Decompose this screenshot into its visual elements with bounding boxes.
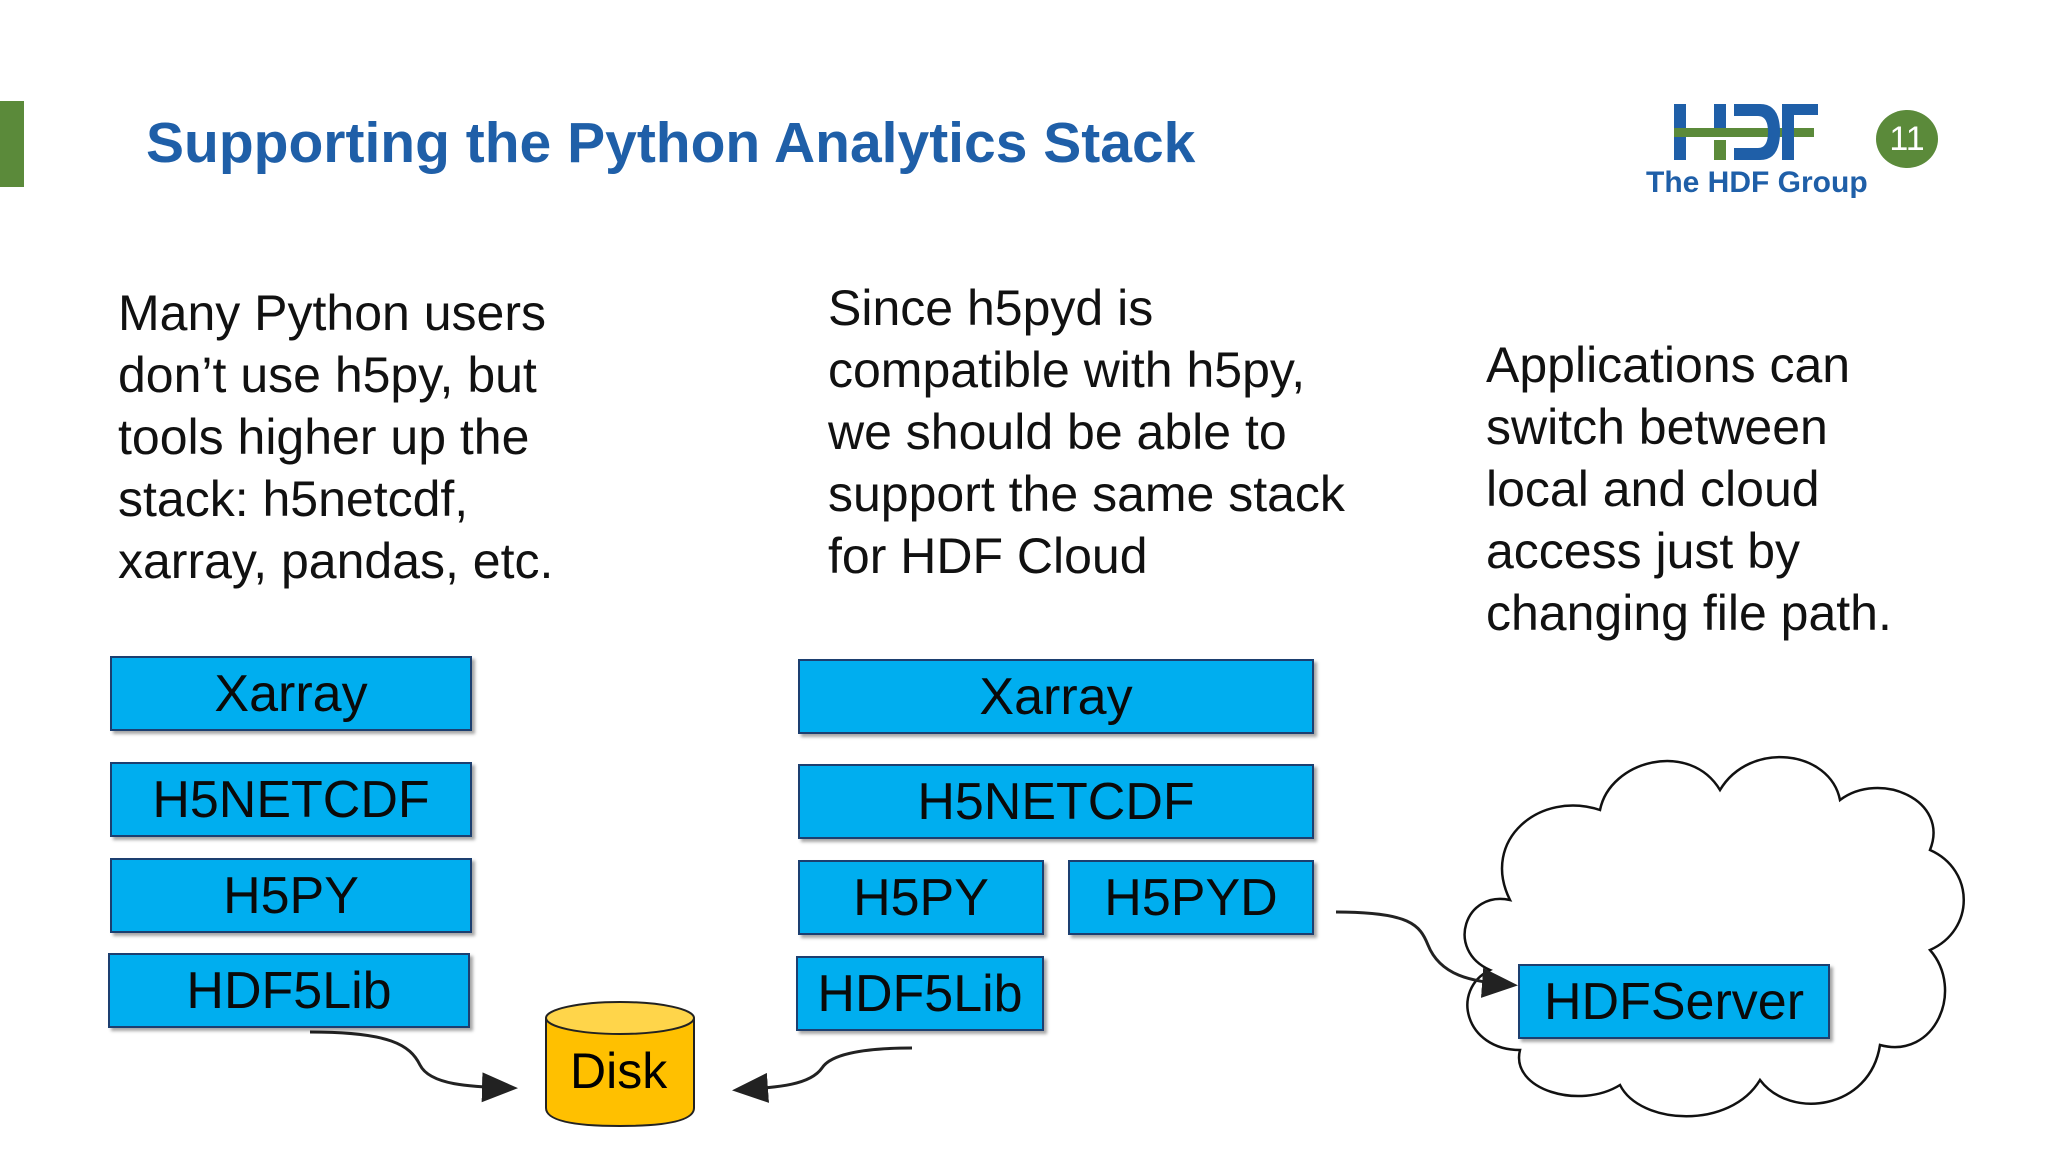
left-line: tools higher up the — [118, 409, 530, 465]
logo-text: The HDF Group — [1646, 166, 1868, 199]
right-line: Applications can — [1486, 337, 1851, 393]
hdf-logo-icon — [1674, 104, 1818, 160]
arrow-cloud-hdf5lib-to-disk — [732, 1046, 913, 1103]
disk-label: Disk — [570, 1043, 668, 1099]
right-line: changing file path. — [1486, 585, 1892, 641]
arrow-h5pyd-to-server — [1335, 910, 1518, 998]
right-line: switch between — [1486, 399, 1828, 455]
cloud-h5py-box: H5PY — [798, 860, 1044, 935]
cloud-shape — [1463, 755, 1965, 1118]
cloud-hdf5lib-box: HDF5Lib — [796, 956, 1044, 1031]
left-line: stack: h5netcdf, — [118, 471, 469, 527]
accent-bar — [0, 101, 24, 187]
hdf-logo: The HDF Group — [1640, 100, 1880, 210]
middle-line: compatible with h5py, — [828, 342, 1306, 398]
left-paragraph: Many Python users don’t use h5py, but to… — [118, 282, 553, 592]
disk-icon — [545, 1001, 695, 1128]
left-line: xarray, pandas, etc. — [118, 533, 554, 589]
middle-line: we should be able to — [828, 404, 1287, 460]
middle-line: support the same stack — [828, 466, 1345, 522]
slide-title: Supporting the Python Analytics Stack — [146, 111, 1196, 175]
cloud-h5pyd-box: H5PYD — [1068, 860, 1314, 935]
middle-line: Since h5pyd is — [828, 280, 1154, 336]
hdfserver-box: HDFServer — [1518, 964, 1830, 1039]
local-hdf5lib-box: HDF5Lib — [108, 953, 470, 1028]
page-number-badge: 11 — [1876, 110, 1938, 168]
cloud-xarray-box: Xarray — [798, 659, 1314, 734]
right-line: access just by — [1486, 523, 1801, 579]
local-h5py-box: H5PY — [110, 858, 472, 933]
left-line: don’t use h5py, but — [118, 347, 537, 403]
right-paragraph: Applications can switch between local an… — [1486, 334, 1892, 644]
left-line: Many Python users — [118, 285, 546, 341]
right-line: local and cloud — [1486, 461, 1820, 517]
local-h5netcdf-box: H5NETCDF — [110, 762, 472, 837]
cloud-h5netcdf-box: H5NETCDF — [798, 764, 1314, 839]
middle-paragraph: Since h5pyd is compatible with h5py, we … — [828, 277, 1345, 587]
middle-line: for HDF Cloud — [828, 528, 1148, 584]
local-xarray-box: Xarray — [110, 656, 472, 731]
arrow-local-to-disk — [309, 1030, 518, 1103]
